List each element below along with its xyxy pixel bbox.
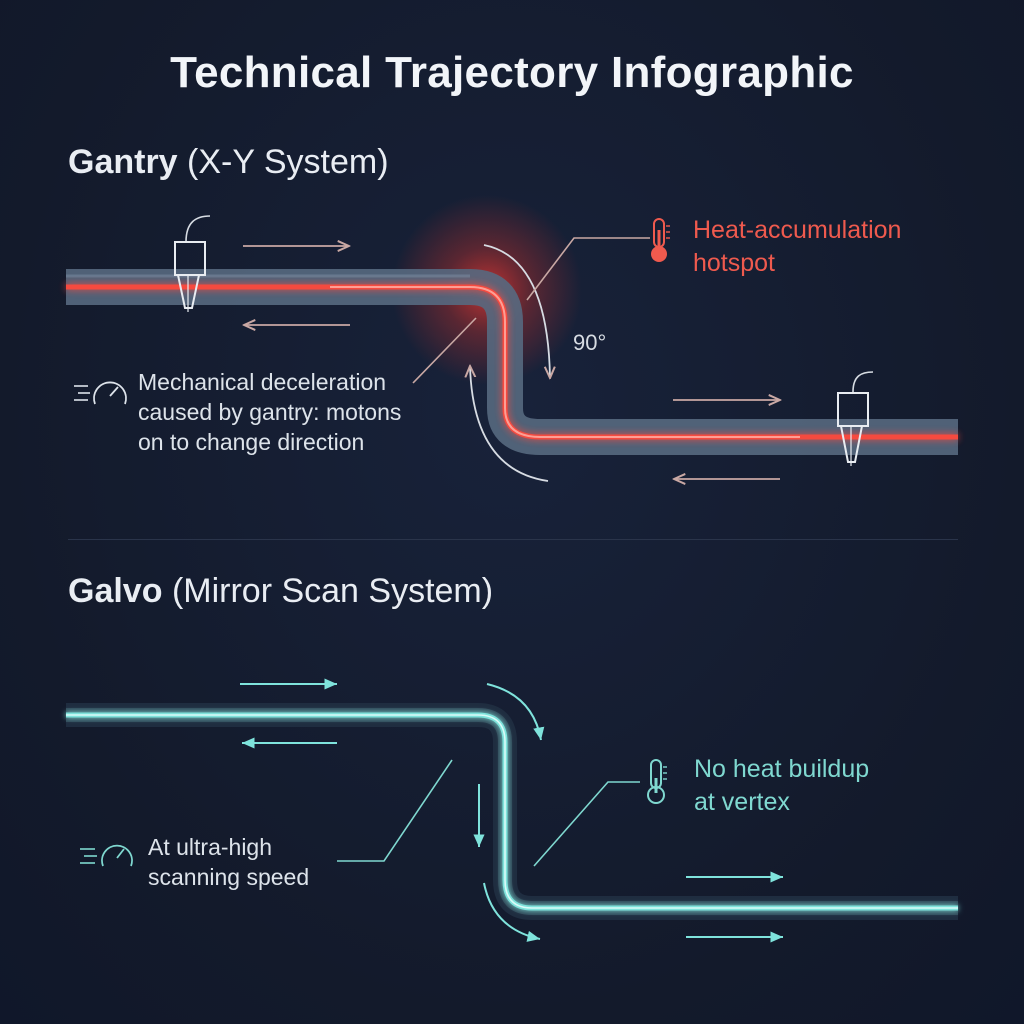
gantry-diagram <box>66 195 958 481</box>
laser-head-icon <box>174 215 211 312</box>
vertex-leader-line <box>533 781 640 867</box>
gantry-note-line3: on to change direction <box>138 429 365 455</box>
gantry-section-title: Gantry (X-Y System) <box>68 143 389 182</box>
hotspot-label-line2: hotspot <box>693 249 776 277</box>
galvo-note-line1: At ultra-high <box>148 834 273 860</box>
gantry-deceleration-note: Mechanical deceleration caused by gantry… <box>138 367 438 457</box>
gantry-note-line1: Mechanical deceleration <box>138 369 387 395</box>
speedometer-icon <box>74 381 127 405</box>
galvo-name: Galvo <box>68 572 163 610</box>
hotspot-leader-line <box>526 237 650 301</box>
no-heat-callout: No heat buildup at vertex <box>694 753 924 819</box>
deceleration-leader-line <box>412 317 477 384</box>
thermometer-icon <box>651 218 670 262</box>
laser-head-icon <box>837 371 874 466</box>
speedometer-icon <box>80 844 133 867</box>
galvo-note-line2: scanning speed <box>148 864 310 890</box>
page-title: Technical Trajectory Infographic <box>170 48 854 97</box>
galvo-section-title: Galvo (Mirror Scan System) <box>68 572 493 611</box>
angle-label: 90° <box>573 330 607 355</box>
section-divider <box>68 539 958 540</box>
galvo-speed-note: At ultra-high scanning speed <box>148 832 348 892</box>
no-heat-line2: at vertex <box>694 788 790 816</box>
hotspot-label-line1: Heat-accumulation <box>693 216 902 244</box>
galvo-beam-core <box>66 714 958 909</box>
gantry-name: Gantry <box>68 143 178 181</box>
gantry-beam-core <box>330 286 800 438</box>
corner-arc-arrow <box>486 683 545 741</box>
no-heat-line1: No heat buildup <box>694 755 870 783</box>
corner-arc-arrow <box>483 882 541 942</box>
thermometer-icon <box>647 759 667 804</box>
speed-leader-line <box>337 759 453 862</box>
gantry-subtitle: (X-Y System) <box>187 143 389 181</box>
corner-arc-arrow <box>470 366 549 482</box>
gantry-note-line2: caused by gantry: motons <box>138 399 402 425</box>
hotspot-callout: Heat-accumulation hotspot <box>693 214 953 280</box>
galvo-subtitle: (Mirror Scan System) <box>171 572 494 610</box>
corner-arc-arrow <box>483 244 550 378</box>
galvo-diagram <box>66 678 958 943</box>
